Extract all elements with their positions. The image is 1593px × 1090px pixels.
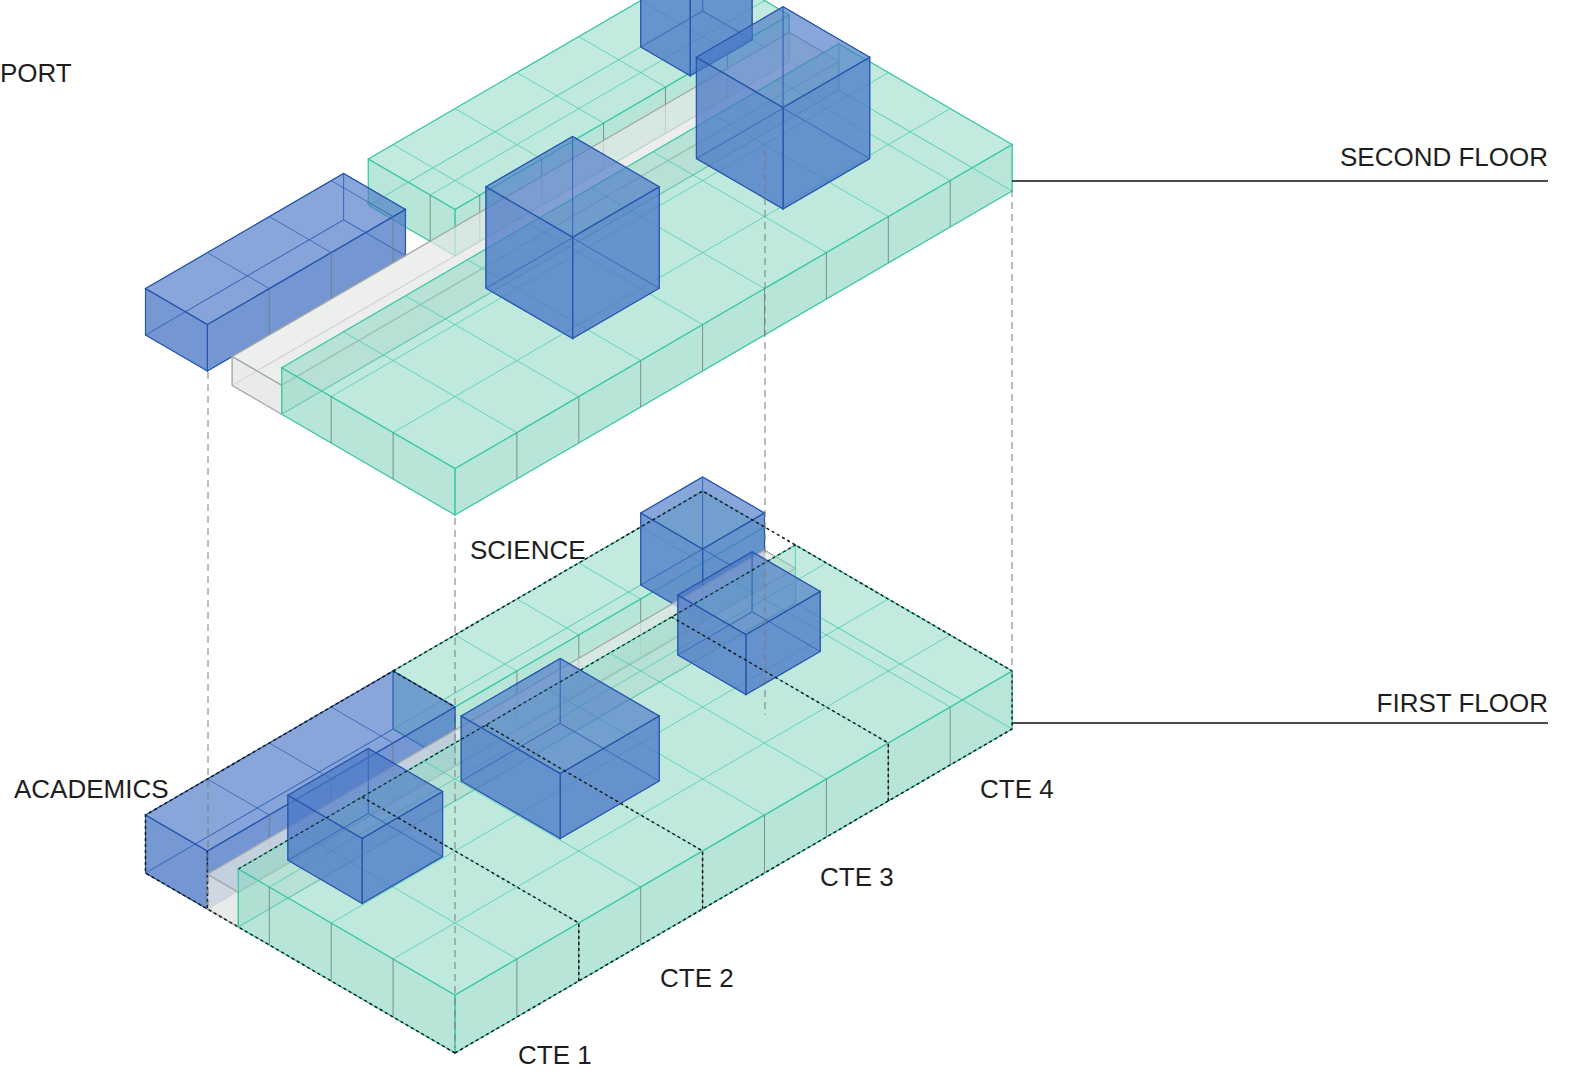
- zone-label: SCIENCE: [470, 537, 586, 563]
- grid-line: [393, 217, 394, 263]
- zone-outline: [455, 671, 1012, 1053]
- box-face: [641, 0, 691, 76]
- grid-line: [578, 397, 579, 443]
- grid-line: [269, 289, 270, 335]
- grid-line: [455, 635, 517, 671]
- box-face: [641, 477, 765, 549]
- grid-line: [640, 361, 641, 407]
- grid-line: [269, 217, 331, 253]
- box-face: [461, 658, 659, 773]
- box-face: [238, 545, 1012, 995]
- zone-label: CTE 4: [980, 776, 1054, 802]
- box-face: [288, 748, 443, 838]
- grid-line: [640, 887, 641, 945]
- grid-line: [269, 743, 331, 779]
- floor-label: SECOND FLOOR: [1340, 144, 1548, 170]
- zone-outline: [238, 545, 795, 869]
- grid-line: [430, 195, 431, 241]
- grid-line: [579, 563, 641, 599]
- grid-line: [331, 181, 393, 217]
- grid-line: [393, 959, 394, 1017]
- zone-outline: [362, 797, 579, 981]
- grid-line: [331, 707, 393, 743]
- zone-outline: [486, 725, 703, 909]
- grid-line: [269, 887, 270, 945]
- zone-label: CTE 1: [518, 1042, 592, 1068]
- grid-line: [393, 145, 480, 195]
- grid-line: [393, 433, 394, 479]
- zone-label: CTE 3: [820, 864, 894, 890]
- grid-line: [950, 181, 951, 227]
- box-face: [696, 7, 869, 108]
- first-floor: [146, 477, 1013, 1053]
- zone-outline: [393, 491, 1012, 671]
- grid-line: [826, 253, 827, 299]
- box-face: [678, 552, 820, 635]
- grid-line: [516, 959, 517, 1017]
- leader-lines: [208, 150, 1548, 1048]
- grid-line: [950, 707, 951, 765]
- zone-label: PORT: [0, 60, 72, 86]
- zone-outline: [146, 671, 456, 1053]
- projection-line: [208, 372, 209, 905]
- zone-label: CTE 2: [660, 965, 734, 991]
- grid-line: [331, 923, 332, 981]
- box-face: [486, 136, 659, 237]
- grid-line: [393, 635, 950, 959]
- grid-line: [455, 109, 542, 159]
- grid-line: [764, 815, 765, 873]
- grid-line: [207, 779, 269, 815]
- grid-line: [344, 332, 517, 433]
- second-floor: [146, 0, 1013, 515]
- zone-label: ACADEMICS: [14, 776, 169, 802]
- grid-line: [517, 73, 604, 123]
- leader-line: [1012, 180, 1548, 182]
- leader-line: [1012, 722, 1548, 724]
- projection-line: [765, 150, 766, 715]
- grid-line: [207, 253, 269, 289]
- projection-line: [455, 518, 456, 1048]
- grid-line: [702, 325, 703, 371]
- floor-label: FIRST FLOOR: [1377, 690, 1548, 716]
- grid-line: [826, 779, 827, 837]
- grid-line: [517, 599, 579, 635]
- grid-line: [331, 253, 332, 299]
- grid-line: [516, 433, 517, 479]
- zone-outline: [672, 617, 889, 801]
- grid-line: [331, 397, 332, 443]
- box-face: [282, 44, 1012, 469]
- projection-line: [1012, 190, 1013, 700]
- grid-line: [888, 217, 889, 263]
